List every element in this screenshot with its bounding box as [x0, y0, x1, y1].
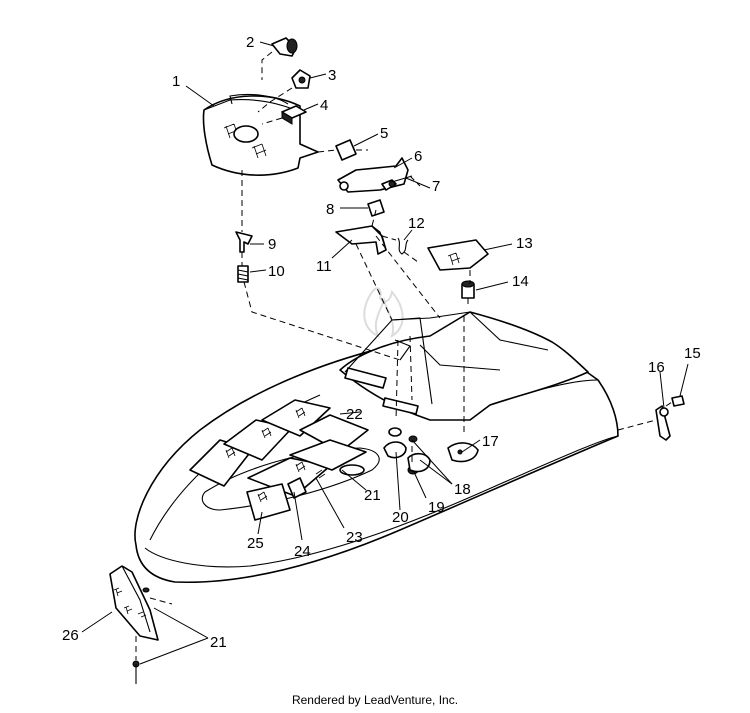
callout-5: 5	[380, 125, 388, 142]
callout-24: 24	[294, 543, 311, 560]
callout-1: 1	[172, 73, 180, 90]
callout-7: 7	[432, 178, 440, 195]
callout-22: 22	[346, 406, 363, 423]
callout-20: 20	[392, 509, 409, 526]
callout-labels: 1 2 3 4 5 6 7 8 9 10 11 12 13 14 15 16 1…	[62, 34, 701, 651]
knob	[461, 280, 475, 299]
lens-cover	[427, 239, 489, 271]
mounting-bracket	[335, 139, 413, 217]
callout-6: 6	[414, 148, 422, 165]
callout-12: 12	[408, 215, 425, 232]
callout-14: 14	[512, 273, 529, 290]
callout-13: 13	[516, 235, 533, 252]
callout-17: 17	[482, 433, 499, 450]
callout-21-a: 21	[364, 487, 381, 504]
bulb-and-socket	[271, 37, 311, 125]
callout-19: 19	[428, 499, 445, 516]
callout-15: 15	[684, 345, 701, 362]
assembly-lines	[135, 51, 673, 660]
callout-9: 9	[268, 236, 276, 253]
headlight-housing	[202, 93, 319, 176]
leader-lines	[81, 41, 689, 665]
callout-25: 25	[247, 535, 264, 552]
callout-10: 10	[268, 263, 285, 280]
callout-11: 11	[316, 258, 332, 275]
callout-16: 16	[648, 359, 665, 376]
callout-21-b: 21	[210, 634, 227, 651]
side-latch	[655, 395, 685, 441]
callout-8: 8	[326, 201, 334, 218]
callout-2: 2	[246, 34, 254, 51]
callout-3: 3	[328, 67, 336, 84]
callout-18: 18	[454, 481, 471, 498]
latch-bracket	[335, 225, 409, 255]
callout-23: 23	[346, 529, 363, 546]
callout-26: 26	[62, 627, 79, 644]
lower-light-assembly	[109, 565, 159, 684]
pin-and-spring	[235, 231, 253, 283]
footer-credit: Rendered by LeadVenture, Inc.	[291, 693, 459, 707]
callout-4: 4	[320, 97, 328, 114]
